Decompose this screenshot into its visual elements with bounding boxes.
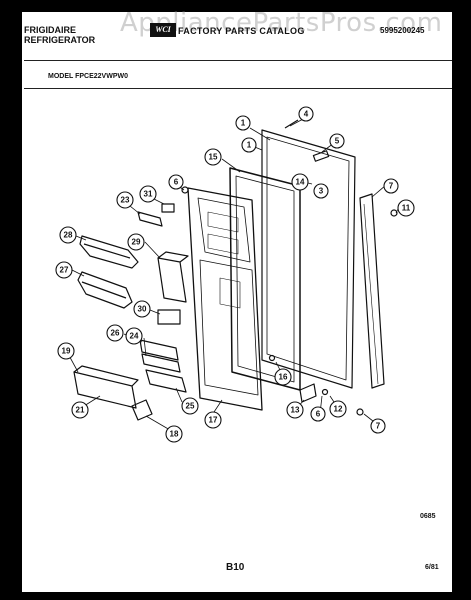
- callout-3: 3: [313, 183, 329, 199]
- callout-17: 17: [204, 411, 222, 429]
- trim-strip: [359, 193, 385, 389]
- callout-27: 27: [55, 261, 73, 279]
- callout-5: 5: [329, 133, 345, 149]
- brand-name: FRIGIDAIRE: [24, 25, 77, 35]
- svg-text:3: 3: [319, 187, 324, 196]
- svg-text:12: 12: [334, 405, 343, 414]
- callout-15: 15: [204, 148, 222, 166]
- callout-2: 1: [235, 115, 251, 131]
- bin-26: [139, 339, 179, 361]
- shelf-retainer-18: [131, 399, 153, 421]
- callout-25: 25: [181, 397, 199, 415]
- catalog-number: 5995200245: [380, 26, 425, 35]
- svg-text:13: 13: [291, 406, 300, 415]
- model-divider: [24, 88, 452, 89]
- callout-19: 19: [57, 342, 75, 360]
- model-label: MODEL FPCE22VWPW0: [48, 73, 128, 80]
- svg-text:1: 1: [241, 119, 246, 128]
- svg-text:30: 30: [138, 305, 147, 314]
- catalog-title: FACTORY PARTS CATALOG: [178, 26, 305, 36]
- door-frame: [229, 167, 301, 391]
- svg-text:1: 1: [247, 141, 252, 150]
- callout-1: 1: [241, 137, 257, 153]
- svg-text:7: 7: [376, 422, 381, 431]
- egg-rack: [137, 211, 163, 227]
- callout-13: 13: [286, 401, 304, 419]
- revision-date: 6/81: [425, 564, 439, 571]
- bin-25: [145, 369, 187, 393]
- callout-26: 26: [106, 324, 124, 342]
- screw-part: [181, 186, 189, 194]
- page-number: B10: [226, 562, 245, 573]
- callout-4: 4: [298, 106, 314, 122]
- inner-door-liner: [187, 187, 263, 411]
- callout-6a: 6: [168, 174, 184, 190]
- callout-21: 21: [71, 401, 89, 419]
- callout-29: 29: [127, 233, 145, 251]
- callout-11: 11: [397, 199, 415, 217]
- svg-text:5: 5: [335, 137, 340, 146]
- callout-16: 16: [274, 368, 292, 386]
- hinge-part-13: [299, 383, 317, 403]
- svg-text:7: 7: [389, 182, 394, 191]
- wci-logo: WCI: [150, 23, 176, 37]
- bin-24: [141, 353, 181, 373]
- svg-text:6: 6: [174, 178, 179, 187]
- brand-block: FRIGIDAIRE REFRIGERATOR: [24, 25, 95, 45]
- bottom-shelf: [73, 371, 137, 409]
- svg-text:28: 28: [64, 231, 73, 240]
- svg-text:16: 16: [279, 373, 288, 382]
- svg-text:29: 29: [132, 238, 141, 247]
- callout-18: 18: [165, 425, 183, 443]
- callout-31: 31: [139, 185, 157, 203]
- callout-23: 23: [116, 191, 134, 209]
- svg-text:31: 31: [144, 190, 153, 199]
- dairy-compartment: [157, 257, 187, 303]
- drawing-code: 0685: [420, 513, 436, 520]
- svg-text:19: 19: [62, 347, 71, 356]
- svg-text:18: 18: [170, 430, 179, 439]
- callout-6b: 6: [310, 406, 326, 422]
- svg-text:11: 11: [402, 204, 411, 213]
- callout-12: 12: [329, 400, 347, 418]
- svg-text:27: 27: [60, 266, 69, 275]
- svg-text:15: 15: [209, 153, 218, 162]
- bracket-30: [157, 309, 181, 325]
- door-stop-part: [312, 150, 330, 162]
- callout-14: 14: [291, 173, 309, 191]
- door-shelf-27: [77, 271, 133, 309]
- svg-text:21: 21: [76, 406, 85, 415]
- door-gasket: [261, 129, 356, 389]
- shelf-clip-31: [161, 203, 175, 213]
- svg-text:4: 4: [304, 110, 309, 119]
- svg-text:14: 14: [296, 178, 305, 187]
- callout-28: 28: [59, 226, 77, 244]
- product-type: REFRIGERATOR: [24, 35, 96, 45]
- callout-7a: 7: [383, 178, 399, 194]
- svg-text:24: 24: [130, 332, 139, 341]
- svg-text:23: 23: [121, 196, 130, 205]
- svg-text:6: 6: [316, 410, 321, 419]
- callout-24: 24: [125, 327, 143, 345]
- header-divider: [24, 60, 452, 61]
- svg-text:26: 26: [111, 329, 120, 338]
- door-shelf-28: [79, 235, 139, 269]
- svg-text:25: 25: [186, 402, 195, 411]
- callout-30: 30: [133, 300, 151, 318]
- callout-7b: 7: [370, 418, 386, 434]
- svg-text:17: 17: [209, 416, 218, 425]
